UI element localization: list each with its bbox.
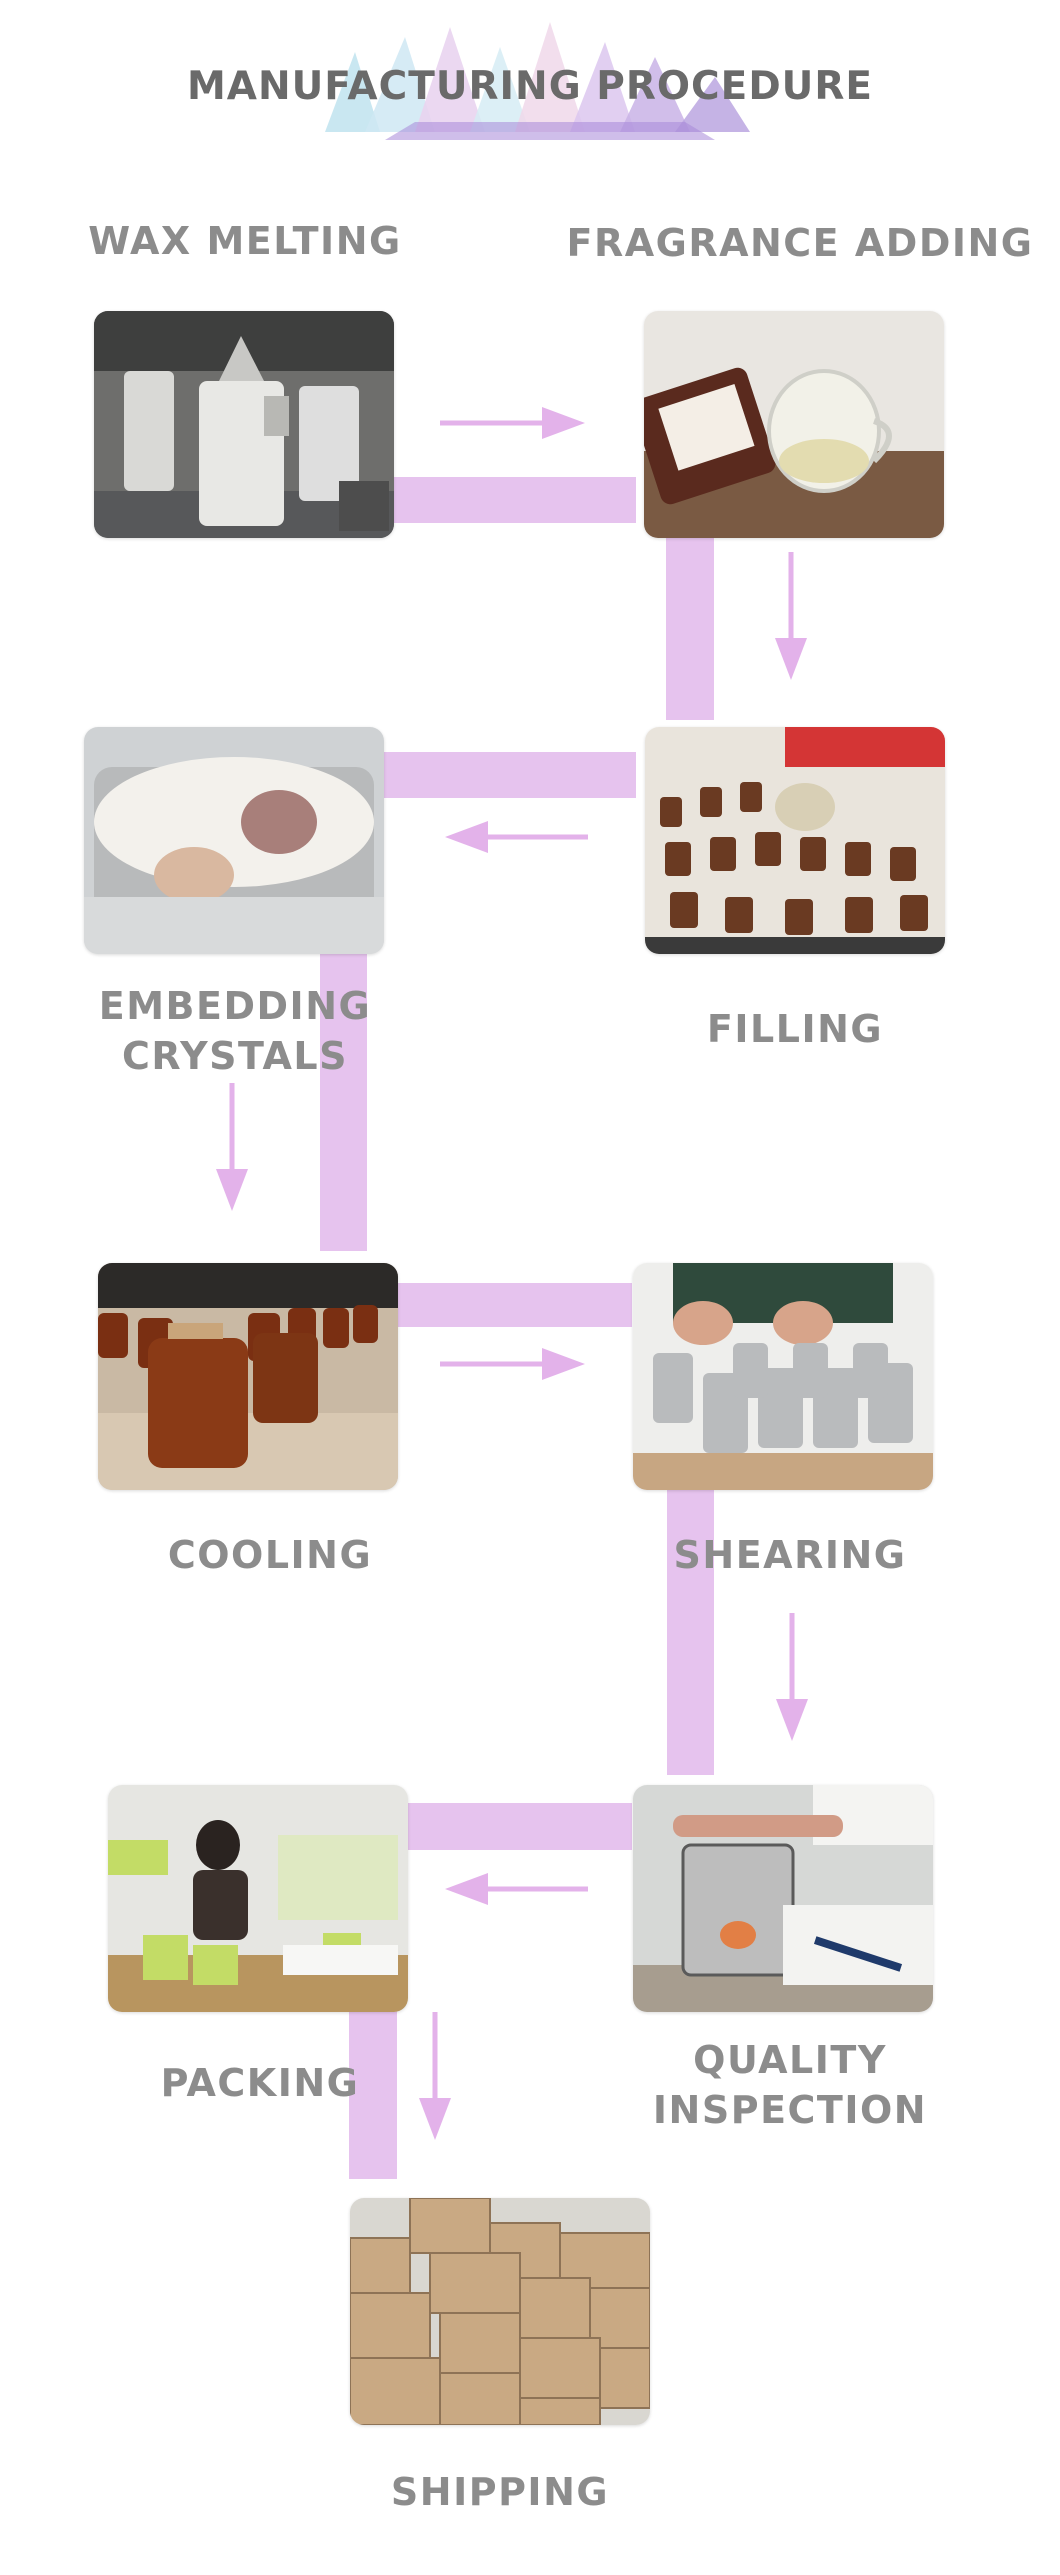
step-label-cooling: COOLING xyxy=(167,1533,373,1577)
step-label-shearing: SHEARING xyxy=(673,1533,907,1577)
step-label-line: CRYSTALS xyxy=(122,1034,348,1078)
page-title: MANUFACTURING PROCEDURE xyxy=(186,64,874,109)
step-label-fragrance-adding: FRAGRANCE ADDING xyxy=(566,221,1034,265)
amber-jars-cooling-photo xyxy=(98,1263,398,1490)
connector-band xyxy=(320,952,367,1251)
connector-band xyxy=(396,1283,632,1327)
arrow-down-icon xyxy=(216,1083,248,1211)
connector-band xyxy=(667,1485,714,1775)
arrow-right-icon xyxy=(440,407,585,439)
step-label-line: QUALITY xyxy=(693,2038,887,2082)
arrow-down-icon xyxy=(419,2012,451,2140)
arrow-left-icon xyxy=(445,1873,588,1905)
arrow-right-icon xyxy=(440,1348,585,1380)
crystal-candle-closeup-photo xyxy=(84,727,384,954)
packing-worker-photo xyxy=(108,1785,408,2012)
step-label-quality-inspection: QUALITY INSPECTION xyxy=(590,2035,990,2135)
arrow-down-icon xyxy=(775,552,807,680)
connector-band xyxy=(396,1803,632,1850)
wick-trimming-tins-photo xyxy=(633,1263,933,1490)
connector-band xyxy=(666,535,714,720)
connector-band xyxy=(388,477,636,523)
step-label-filling: FILLING xyxy=(706,1007,884,1051)
arrow-left-icon xyxy=(445,821,588,853)
wax-melting-tanks-photo xyxy=(94,311,394,538)
step-label-embedding-crystals: EMBEDDING CRYSTALS xyxy=(40,981,430,1081)
step-label-packing: PACKING xyxy=(160,2061,360,2105)
connector-band xyxy=(349,1995,397,2179)
crystal-cluster-image xyxy=(325,22,750,140)
fragrance-bottle-pouring-photo xyxy=(644,311,944,538)
step-label-wax-melting: WAX MELTING xyxy=(88,219,402,263)
connector-band xyxy=(382,752,636,798)
shipping-boxes-stack-photo xyxy=(350,2198,650,2425)
step-label-shipping: SHIPPING xyxy=(390,2470,610,2514)
arrow-down-icon xyxy=(776,1613,808,1741)
title-banner: MANUFACTURING PROCEDURE xyxy=(0,0,1060,150)
quality-inspection-cage-photo xyxy=(633,1785,933,2012)
candle-jar-filling-photo xyxy=(645,727,945,954)
step-label-line: EMBEDDING xyxy=(98,984,372,1028)
step-label-line: INSPECTION xyxy=(652,2088,928,2132)
